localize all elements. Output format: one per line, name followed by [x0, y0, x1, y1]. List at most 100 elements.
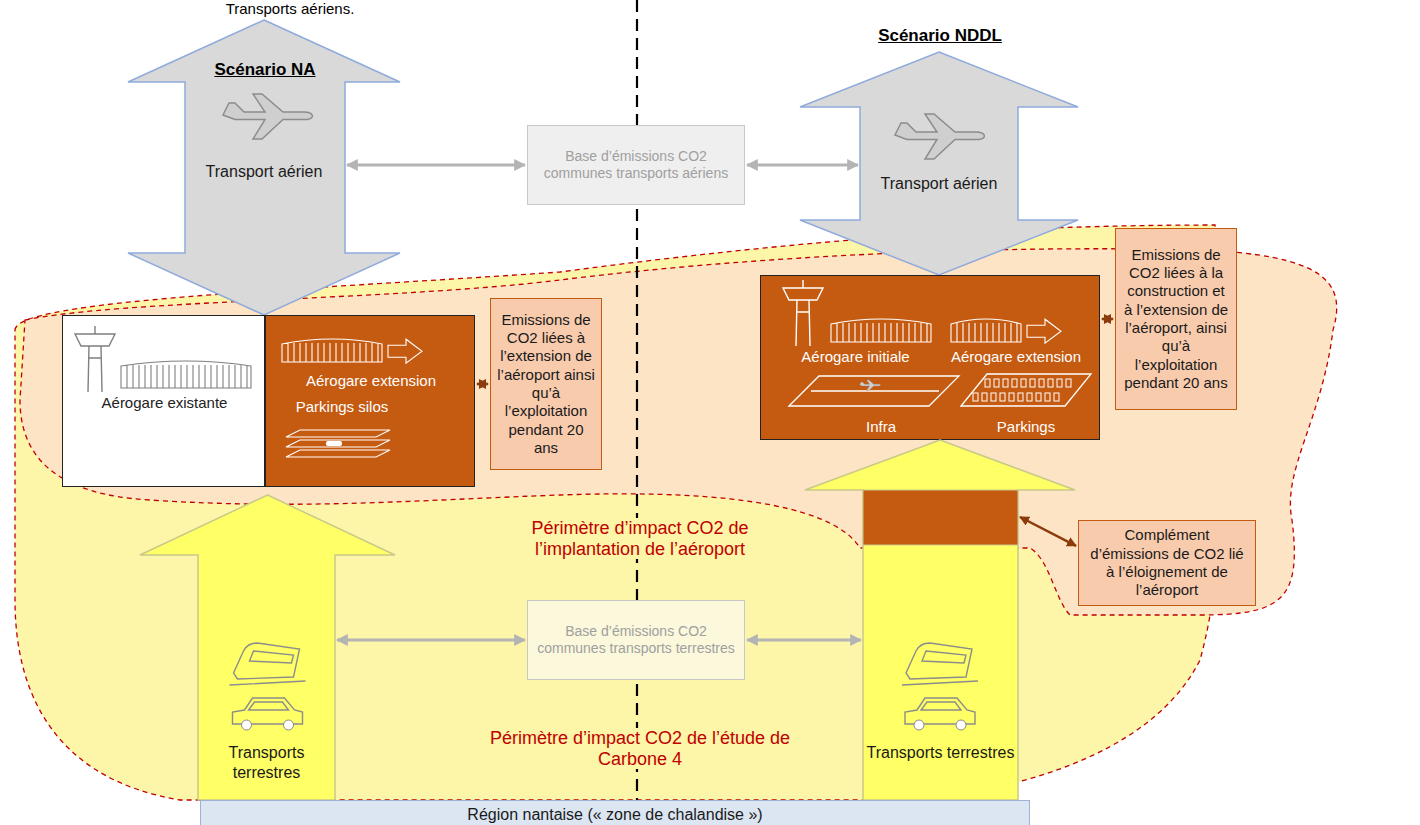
- node-text: Aérogare extension: [936, 348, 1096, 366]
- parked-car: [1048, 379, 1053, 387]
- perimeter-label: Périmètre d’impact CO2 de l’implantation…: [500, 518, 780, 559]
- parked-car: [985, 379, 990, 387]
- distance-emission-band: [863, 490, 1018, 545]
- node-text: Infra: [821, 418, 941, 436]
- runway-icon: [789, 376, 959, 406]
- car-icon: [326, 441, 342, 446]
- parked-car: [1027, 393, 1032, 401]
- parked-car: [1000, 393, 1005, 401]
- parked-car: [1066, 379, 1071, 387]
- arrow-outline: [800, 52, 1078, 275]
- text-slot: Parkings silos: [272, 398, 412, 416]
- scenario-divider: [636, 0, 638, 800]
- parked-car: [1045, 393, 1050, 401]
- parked-car: [1003, 379, 1008, 387]
- text-slot: Transports terrestres: [198, 743, 335, 782]
- airport-extension-box: Aérogare extensionParkings silos: [265, 315, 475, 487]
- node-text: Transport aérien: [185, 162, 343, 182]
- parking-silo-level: [286, 450, 390, 457]
- common-base-box: Base d’émissions CO2 communes transports…: [527, 600, 745, 680]
- plane-icon: [895, 114, 984, 159]
- double-arrow-connector: [337, 639, 525, 642]
- plane-icon: [860, 380, 881, 391]
- double-arrow-connector: [747, 639, 861, 642]
- node-text: Complément d’émissions de CO2 lié à l’él…: [1085, 526, 1249, 599]
- text-slot: Aérogare initiale: [773, 348, 938, 366]
- section-heading: Transports aériens.: [223, 0, 358, 17]
- emission-callout: Emissions de CO2 liées à la construction…: [1115, 228, 1237, 410]
- text-slot: Transports terrestres: [863, 743, 1018, 763]
- emission-callout: Emissions de CO2 liées à l’extension de …: [490, 298, 602, 470]
- label-slot: Transports aériens.: [215, 0, 365, 18]
- terminal-icon: [282, 339, 422, 363]
- double-arrow-connector: [1102, 318, 1113, 321]
- node-text: Emissions de CO2 liées à l’extension de …: [497, 311, 595, 457]
- parked-car: [994, 379, 999, 387]
- wheel: [914, 720, 924, 730]
- double-arrow-connector: [347, 164, 525, 167]
- node-text: Base d’émissions CO2 communes transports…: [534, 623, 738, 657]
- node-text: Parkings silos: [272, 398, 412, 416]
- control-tower-icon: [783, 280, 823, 346]
- label-slot: Périmètre d’impact CO2 de l’étude de Car…: [480, 728, 800, 769]
- label-slot: Scénario NA: [205, 60, 325, 80]
- scenario-heading: Scénario NDDL: [875, 26, 1005, 46]
- wheel: [956, 720, 966, 730]
- label-slot: Scénario NDDL: [865, 26, 1015, 46]
- wheel: [284, 720, 294, 730]
- parked-car: [1009, 393, 1014, 401]
- parked-car: [1021, 379, 1026, 387]
- air-transport-arrow: Transport aérien: [800, 52, 1078, 275]
- catchment-band: Région nantaise (« zone de chalandise »): [200, 800, 1030, 825]
- parked-car: [1039, 379, 1044, 387]
- text-slot: Infra: [821, 418, 941, 436]
- arrow-outline: [805, 440, 1075, 800]
- wheel: [242, 720, 252, 730]
- control-tower-icon: [75, 326, 115, 392]
- node-text: Aérogare existante: [63, 394, 266, 412]
- double-arrow-connector: [747, 164, 858, 167]
- land-transport-arrow: Transports terrestres: [140, 495, 395, 800]
- node-text: Région nantaise (« zone de chalandise »): [467, 806, 762, 824]
- parked-car: [1018, 393, 1023, 401]
- double-arrow-connector: [1020, 517, 1076, 546]
- common-base-box: Base d’émissions CO2 communes transports…: [527, 125, 745, 205]
- node-text: Emissions de CO2 liées à la construction…: [1122, 246, 1230, 392]
- car-icon: [233, 698, 303, 724]
- car-icon: [905, 698, 975, 724]
- train-icon: [230, 643, 306, 685]
- airport-extension-box: Aérogare initialeAérogare extensionInfra…: [760, 275, 1100, 440]
- parked-car: [1054, 393, 1059, 401]
- arrow-shape: [800, 52, 1078, 275]
- parking-icon: [961, 374, 1091, 406]
- emission-callout: Complément d’émissions de CO2 lié à l’él…: [1078, 520, 1256, 606]
- plane-icon: [223, 94, 312, 139]
- parked-car: [982, 393, 987, 401]
- parked-car: [1030, 379, 1035, 387]
- terminal-icon: [951, 319, 1061, 343]
- train-icon: [902, 643, 978, 685]
- terminal-icon: [831, 319, 931, 342]
- parked-car: [973, 393, 978, 401]
- parked-car: [1012, 379, 1017, 387]
- node-text: Aérogare extension: [272, 372, 470, 390]
- perimeter-label: Périmètre d’impact CO2 de l’étude de Car…: [480, 728, 800, 769]
- parked-car: [1057, 379, 1062, 387]
- text-slot: Aérogare extension: [936, 348, 1096, 366]
- terminal-icon: [121, 361, 251, 388]
- parked-car: [1036, 393, 1041, 401]
- label-slot: Périmètre d’impact CO2 de l’implantation…: [500, 518, 780, 559]
- land-transport-arrow: Transports terrestres: [805, 440, 1075, 800]
- arrow-outline: [128, 20, 400, 315]
- parked-car: [991, 393, 996, 401]
- node-text: Transports terrestres: [863, 743, 1018, 763]
- parking-silo-level: [286, 430, 390, 437]
- scenario-heading: Scénario NA: [211, 60, 318, 80]
- text-slot: Parkings: [961, 418, 1091, 436]
- parking-silo-level: [286, 440, 390, 447]
- text-slot: Aérogare existante: [63, 394, 266, 412]
- node-text: Base d’émissions CO2 communes transports…: [534, 148, 738, 182]
- arrow-outline: [140, 495, 395, 800]
- node-text: Transport aérien: [860, 174, 1018, 194]
